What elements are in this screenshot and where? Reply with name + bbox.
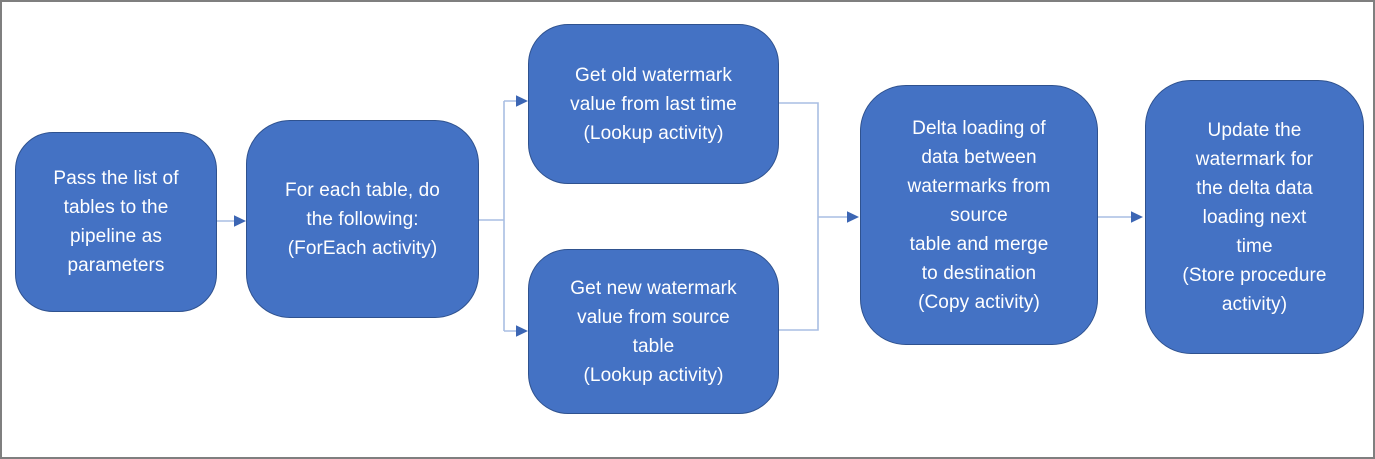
node-update-watermark-label: Update the watermark for the delta data … <box>1182 119 1327 315</box>
node-pass-tables: Pass the list of tables to the pipeline … <box>15 132 217 312</box>
node-get-old-watermark-label: Get old watermark value from last time (… <box>570 64 737 144</box>
connector-foreach-to-lookups <box>479 95 528 337</box>
connector-pass-tables-to-foreach <box>217 215 246 227</box>
node-get-new-watermark: Get new watermark value from source tabl… <box>528 249 779 414</box>
node-foreach-table-label: For each table, do the following: (ForEa… <box>285 179 440 259</box>
node-pass-tables-label: Pass the list of tables to the pipeline … <box>53 168 179 276</box>
arrowhead-icon <box>234 215 246 227</box>
node-update-watermark: Update the watermark for the delta data … <box>1145 80 1364 354</box>
arrowhead-icon <box>516 325 528 337</box>
arrowhead-icon <box>847 211 859 223</box>
node-delta-loading-label: Delta loading of data between watermarks… <box>907 117 1051 313</box>
connector-delta-loading-to-update-watermark <box>1098 211 1143 223</box>
connector-lookups-to-delta-loading <box>779 102 859 331</box>
arrowhead-icon <box>1131 211 1143 223</box>
node-get-old-watermark: Get old watermark value from last time (… <box>528 24 779 184</box>
node-foreach-table: For each table, do the following: (ForEa… <box>246 120 479 318</box>
node-get-new-watermark-label: Get new watermark value from source tabl… <box>570 277 737 386</box>
node-delta-loading: Delta loading of data between watermarks… <box>860 85 1098 345</box>
arrowhead-icon <box>516 95 528 107</box>
